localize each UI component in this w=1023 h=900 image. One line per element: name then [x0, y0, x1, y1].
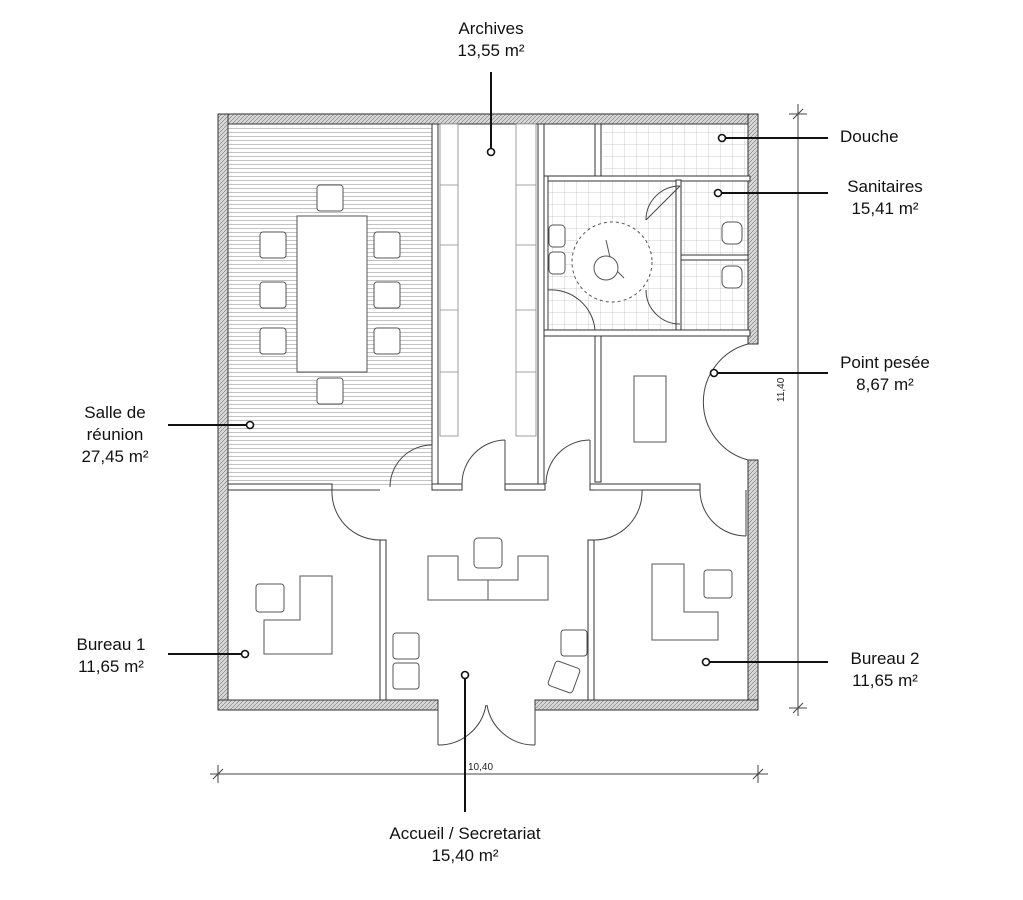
salle-area: 27,45 m² — [81, 447, 149, 466]
interior-walls — [227, 123, 751, 701]
bureau-2-desk — [651, 563, 733, 641]
reception-desk — [392, 537, 588, 694]
label-archives: Archives 13,55 m² — [431, 18, 551, 62]
bureau-1-name: Bureau 1 — [76, 635, 146, 654]
shower-floor — [603, 125, 750, 178]
bureau-2-name: Bureau 2 — [850, 649, 920, 668]
bureau-2-area: 11,65 m² — [852, 671, 918, 690]
salle-name-2: réunion — [86, 425, 144, 444]
archives-area: 13,55 m² — [457, 41, 525, 60]
scale-table — [633, 375, 667, 443]
bureau-1-desk — [255, 575, 333, 655]
point-pesee-name: Point pesée — [840, 353, 930, 372]
label-salle-reunion: Salle de réunion 27,45 m² — [60, 402, 170, 468]
label-points — [240, 133, 727, 680]
archives-name: Archives — [458, 19, 524, 38]
label-accueil: Accueil / Secretariat 15,40 m² — [360, 823, 570, 867]
exterior-walls — [217, 113, 759, 711]
doors — [331, 185, 749, 746]
sanitaires-area: 15,41 m² — [851, 199, 919, 218]
accueil-area: 15,40 m² — [431, 846, 499, 865]
meeting-table — [259, 184, 401, 405]
point-pesee-area: 8,67 m² — [856, 375, 914, 394]
label-douche: Douche — [840, 126, 899, 148]
dimension-height: 11,40 — [776, 377, 787, 402]
label-sanitaires: Sanitaires 15,41 m² — [830, 176, 940, 220]
dimension-lines — [210, 104, 807, 783]
label-bureau-2: Bureau 2 11,65 m² — [830, 648, 940, 692]
label-point-pesee: Point pesée 8,67 m² — [830, 352, 940, 396]
dimension-width: 10,40 — [468, 762, 494, 773]
archive-shelving — [439, 123, 537, 437]
label-bureau-1: Bureau 1 11,65 m² — [56, 634, 166, 678]
bureau-1-area: 11,65 m² — [78, 657, 144, 676]
sanitary-fixtures — [548, 221, 743, 303]
accueil-name: Accueil / Secretariat — [389, 824, 541, 843]
douche-name: Douche — [840, 127, 899, 146]
sanitaires-name: Sanitaires — [847, 177, 923, 196]
salle-name-1: Salle de — [84, 403, 146, 422]
label-leaders — [168, 72, 828, 812]
